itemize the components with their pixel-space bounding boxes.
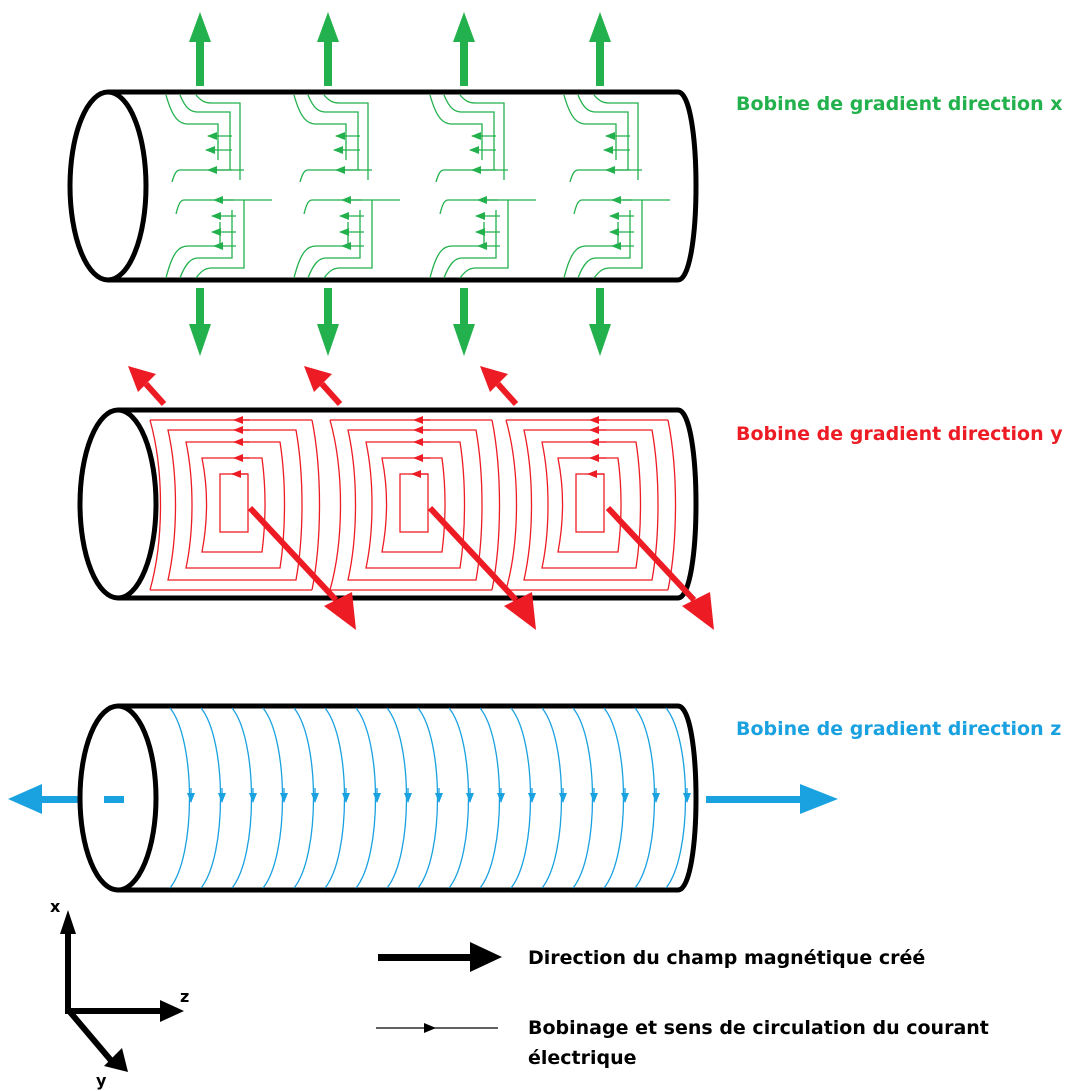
x-coil-label: Bobine de gradient direction x [736, 93, 1062, 115]
x-winding-unit [165, 94, 272, 279]
z-winding-loop [169, 707, 195, 889]
z-coil-windings [169, 707, 687, 889]
legend-field-arrow-shaft [378, 954, 472, 961]
x-gradient-coil [67, 12, 699, 356]
y-gradient-coil [77, 366, 714, 630]
axes: x z y [50, 897, 189, 1090]
x-coil-windings [165, 94, 670, 279]
y-axis-label: y [96, 1071, 107, 1090]
x-field-arrows-up [189, 12, 611, 86]
z-field-arrow-tail-inside [104, 796, 124, 803]
y-field-arrows-back [143, 381, 519, 407]
x-axis-label: x [50, 897, 61, 916]
legend-field-direction-label: Direction du champ magnétique créé [528, 947, 925, 969]
z-gradient-coil [8, 703, 838, 893]
z-axis-label: z [180, 987, 189, 1006]
legend-field-arrow-icon [470, 942, 502, 972]
y-field-arrowheads-back [128, 366, 508, 392]
z-coil-label: Bobine de gradient direction z [736, 718, 1061, 740]
y-field-arrows-front [247, 505, 697, 603]
y-field-arrowheads-front [324, 592, 714, 630]
legend-winding-label-line1: Bobinage et sens de circulation du coura… [528, 1017, 989, 1039]
legend-winding-arrow-icon [424, 1023, 436, 1033]
z-coil-cylinder [77, 703, 699, 893]
legend-winding-label-line2: électrique [528, 1047, 637, 1069]
x-coil-cylinder [67, 89, 699, 283]
y-coil-cylinder [77, 407, 699, 601]
y-coil-label: Bobine de gradient direction y [736, 423, 1063, 445]
y-coil-windings [149, 416, 676, 591]
x-field-arrows-down [189, 288, 611, 356]
y-winding-unit [149, 416, 321, 591]
legend: Direction du champ magnétique créé Bobin… [376, 942, 989, 1069]
